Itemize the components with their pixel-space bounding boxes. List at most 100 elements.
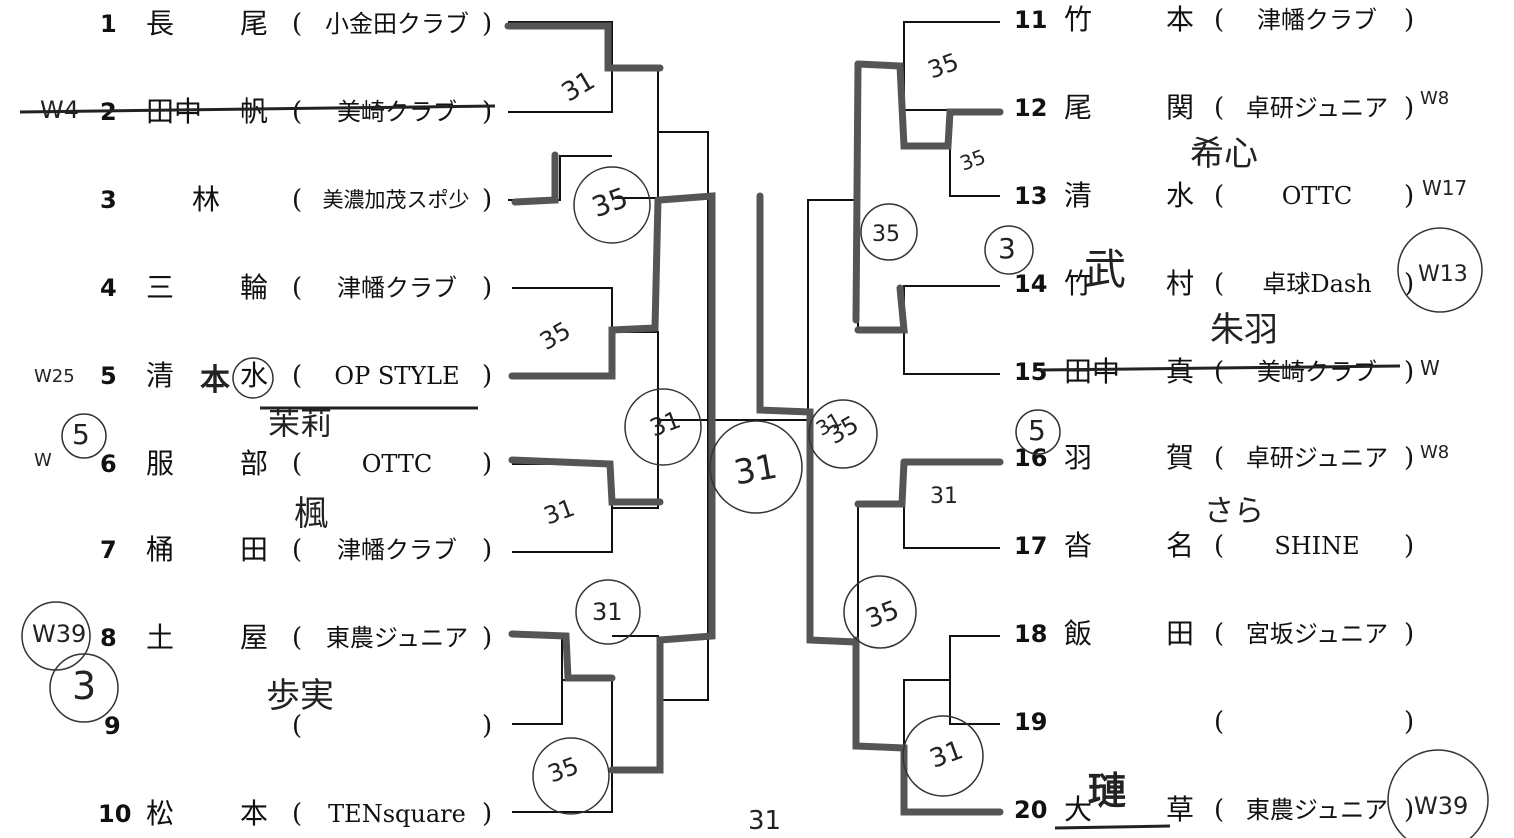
annotation-given-name-16: さら	[1204, 494, 1264, 529]
surname-first: 土	[146, 621, 175, 654]
annotation-mark-16: W8	[1420, 442, 1450, 463]
surname-first: 竹	[1064, 267, 1093, 300]
score-label: 31	[930, 484, 958, 509]
annotation-given-name-15: 朱羽	[1210, 310, 1278, 350]
paren-open: (	[1214, 181, 1225, 211]
surname-first: 三	[146, 271, 175, 304]
surname-first: 清	[146, 359, 175, 392]
club-name: 美崎クラブ	[1257, 358, 1377, 386]
club-name: 卓研ジュニア	[1245, 94, 1389, 122]
surname-first: 清	[1064, 179, 1093, 212]
seed-number: 6	[100, 450, 117, 478]
paren-open: (	[292, 97, 303, 127]
paren-close: )	[1404, 707, 1415, 737]
surname-first: 尾	[1064, 91, 1093, 124]
surname-second: 尾	[240, 7, 269, 40]
surname-first: 桶	[146, 533, 175, 566]
club-name: TENsquare	[328, 800, 466, 828]
club-name: 東農ジュニア	[1245, 796, 1389, 824]
paren-open: (	[1214, 93, 1225, 123]
surname-second: 草	[1166, 793, 1195, 826]
seed-number: 10	[98, 800, 132, 828]
paren-close: )	[1404, 443, 1415, 473]
surname-second: 屋	[240, 621, 269, 654]
score-label: 31	[748, 806, 782, 836]
paren-open: (	[292, 449, 303, 479]
seed-number: 16	[1014, 444, 1048, 472]
surname-second: 関	[1166, 91, 1195, 124]
paren-open: (	[1214, 619, 1225, 649]
surname-second: 部	[240, 447, 269, 480]
paren-close: )	[482, 97, 493, 127]
surname-second: 水	[240, 359, 269, 392]
annotation-mark-14: W13	[1418, 262, 1468, 287]
annotation-given-name-12: 希心	[1190, 134, 1258, 174]
paren-close: )	[1404, 531, 1415, 561]
paren-close: )	[1404, 93, 1415, 123]
club-name: 宮坂ジュニア	[1245, 620, 1389, 648]
annotation-mark-13: W17	[1422, 176, 1468, 200]
paren-open: (	[292, 273, 303, 303]
score-label: 35	[872, 222, 900, 247]
surname-first: 長	[146, 7, 175, 40]
circled-number-16: 5	[1028, 414, 1046, 447]
annotation-mark-15: W	[1420, 356, 1440, 380]
club-name: 卓研ジュニア	[1245, 444, 1389, 472]
club-name: 卓球Dash	[1262, 270, 1372, 298]
circled-number-6: 5	[72, 418, 90, 451]
annotation-given-name-5b: 茉莉	[268, 404, 333, 442]
surname-second: 田	[1166, 617, 1195, 650]
seed-number: 14	[1014, 270, 1048, 298]
annotation-given-name-6: 楓	[294, 494, 328, 534]
club-name: 小金田クラブ	[325, 10, 469, 38]
surname-first: 大	[1064, 793, 1093, 826]
surname-second: 帆	[240, 95, 269, 128]
paren-open: (	[292, 185, 303, 215]
club-name: 津幡クラブ	[337, 274, 457, 302]
paren-open: (	[1214, 357, 1225, 387]
paren-close: )	[482, 623, 493, 653]
paren-open: (	[1214, 443, 1225, 473]
club-name: OTTC	[1281, 182, 1353, 210]
club-name: OTTC	[361, 450, 433, 478]
annotation-given-name-8: 歩実	[266, 676, 334, 716]
surname-first: 沓	[1064, 529, 1093, 562]
paren-close: )	[1404, 619, 1415, 649]
surname-first: 田中	[1064, 355, 1121, 388]
seed-number: 11	[1014, 6, 1048, 34]
seed-number: 1	[100, 10, 117, 38]
seed-number: 15	[1014, 358, 1048, 386]
annotation-given-name-20: 璉	[1088, 769, 1127, 813]
paren-close: )	[482, 9, 493, 39]
paren-close: )	[482, 449, 493, 479]
paren-close: )	[1404, 357, 1415, 387]
circled-number-14: 3	[998, 232, 1016, 265]
paren-open: (	[1214, 795, 1225, 825]
surname-second: 村	[1166, 267, 1195, 300]
surname-first: 松	[146, 797, 175, 830]
paren-open: (	[292, 623, 303, 653]
club-name: 美濃加茂スポ少	[322, 188, 470, 212]
club-name: 東農ジュニア	[325, 624, 469, 652]
annotation-mark-2: W4	[40, 96, 79, 124]
annotation-mark-8: W39	[32, 620, 87, 648]
seed-number: 5	[100, 362, 117, 390]
surname-first: 羽	[1064, 441, 1093, 474]
club-name: SHINE	[1274, 532, 1360, 560]
annotation-mark-20: W39	[1414, 792, 1469, 820]
paren-close: )	[1404, 269, 1415, 299]
surname-first: 服	[146, 447, 175, 480]
paren-close: )	[1404, 795, 1415, 825]
paren-open: (	[292, 799, 303, 829]
paren-close: )	[482, 535, 493, 565]
paren-open: (	[292, 711, 303, 741]
surname-second: 水	[1166, 179, 1195, 212]
paren-close: )	[482, 799, 493, 829]
paren-close: )	[482, 361, 493, 391]
annotation-mark-6: W	[34, 450, 52, 471]
surname-second: 田	[240, 533, 269, 566]
paren-close: )	[482, 711, 493, 741]
score-label: 31	[592, 598, 623, 626]
score-label: 31	[730, 446, 781, 494]
